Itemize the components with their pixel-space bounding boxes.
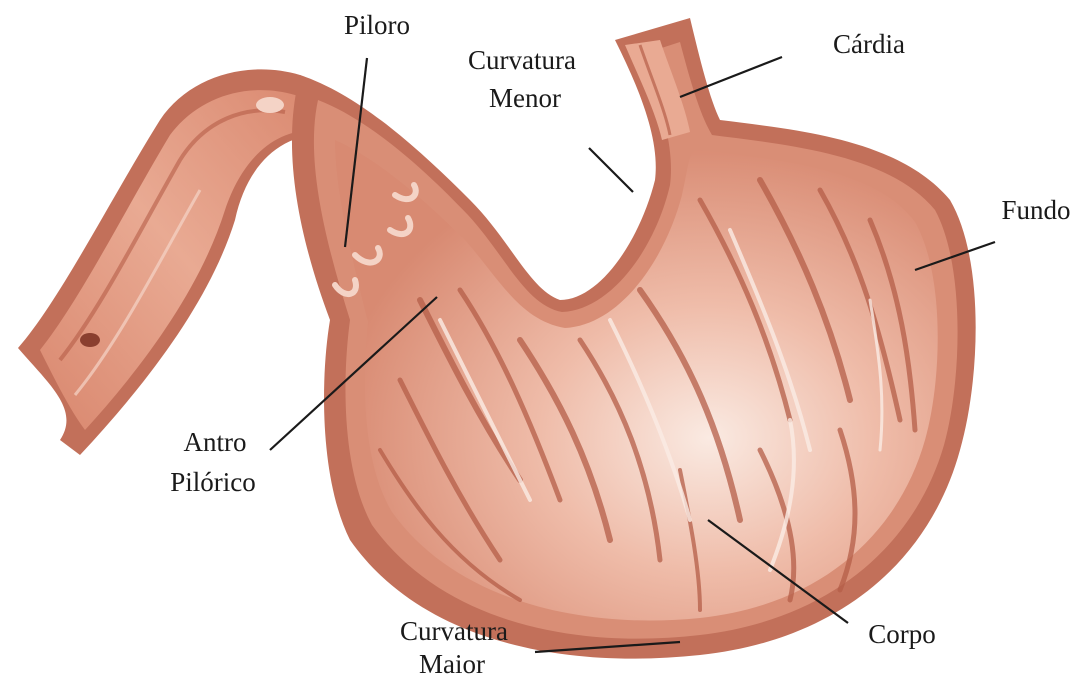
label-curvatura-maior-line2: Maior [419,649,485,679]
label-antro-line2: Pilórico [170,467,256,497]
label-curvatura-menor-line1: Curvatura [468,45,576,75]
label-antro-line1: Antro [184,427,247,457]
label-corpo: Corpo [868,619,936,649]
label-curvatura-maior-line1: Curvatura [400,616,508,646]
label-fundo: Fundo [1001,195,1070,225]
label-cardia: Cárdia [833,29,905,59]
label-piloro: Piloro [344,10,410,40]
leader-curvatura-menor [589,148,633,192]
label-curvatura-menor-line2: Menor [489,83,561,113]
